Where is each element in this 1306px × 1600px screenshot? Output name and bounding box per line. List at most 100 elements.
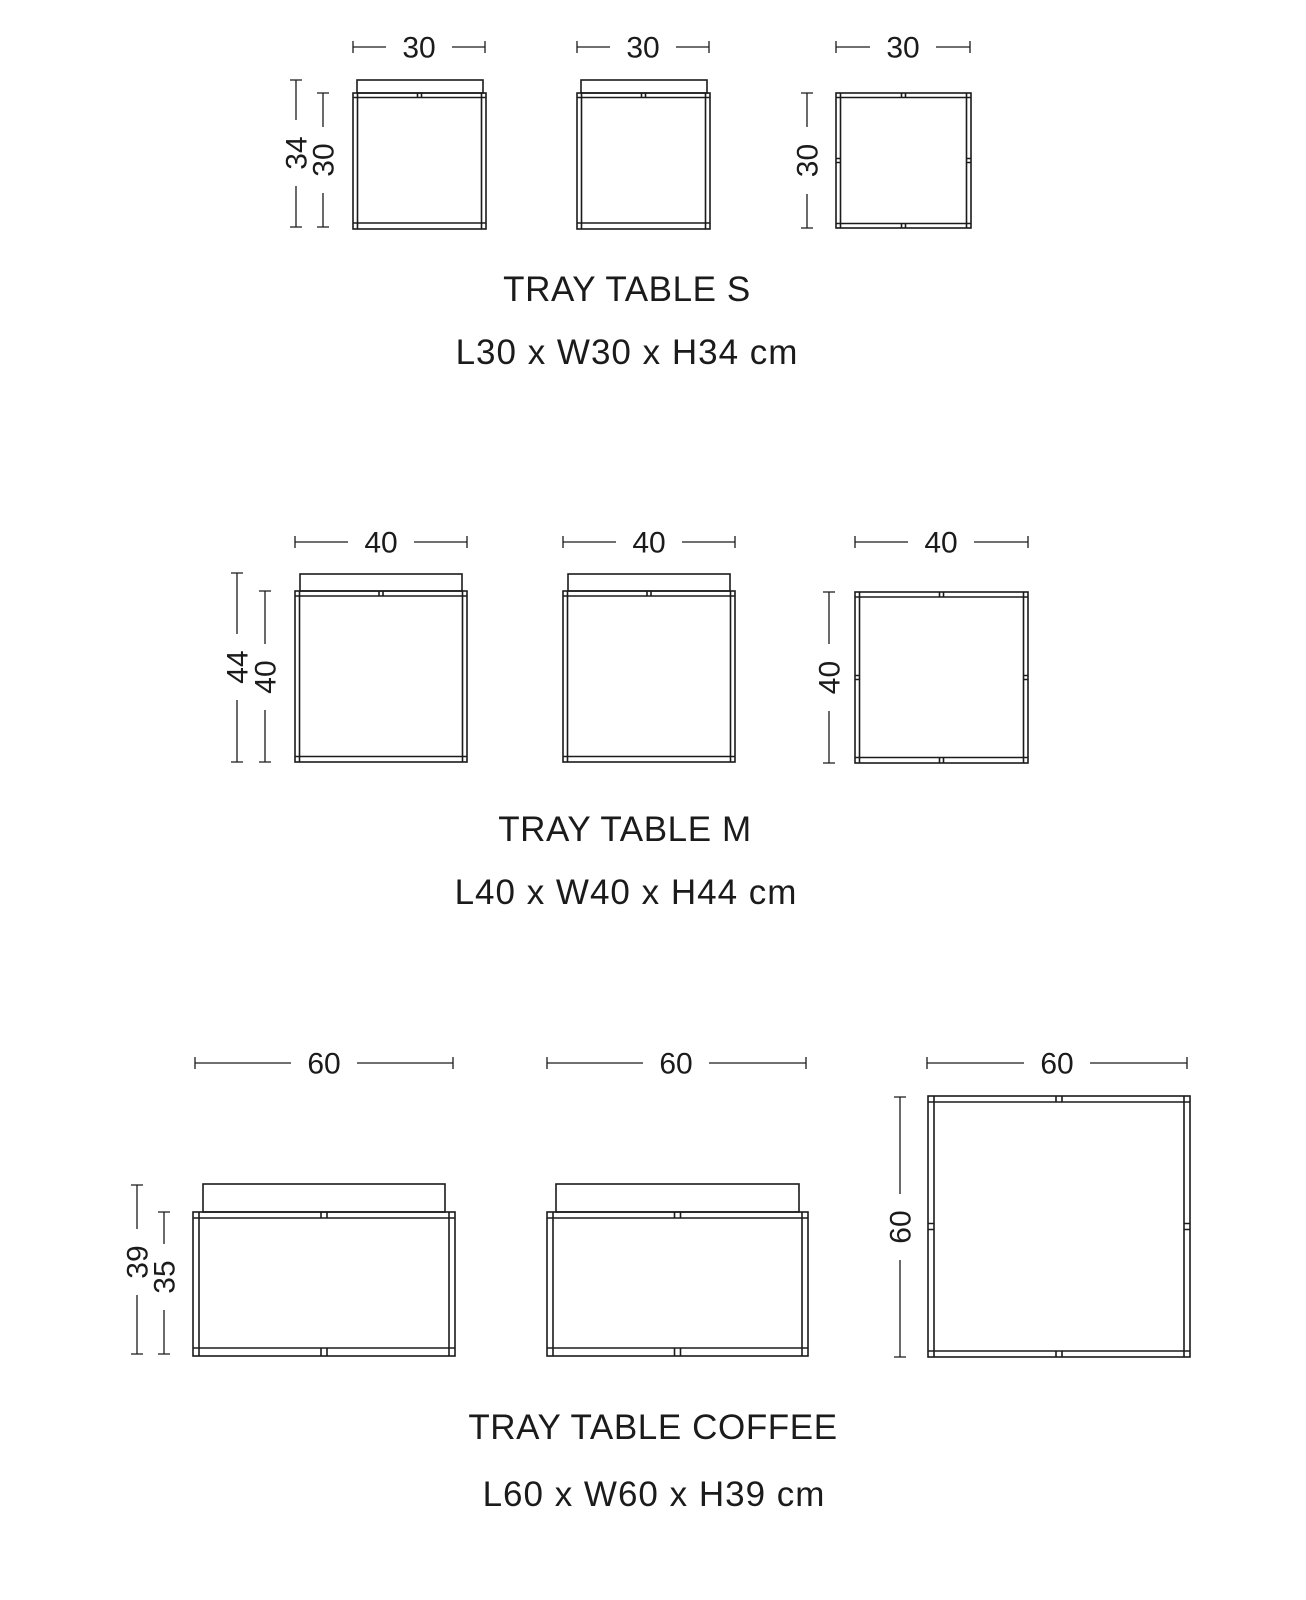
dim-value: 35 xyxy=(149,1260,182,1293)
dim-width-front-m: 40 xyxy=(294,527,468,560)
dim-width-top-s: 30 xyxy=(835,32,971,65)
dim-value: 40 xyxy=(364,527,397,560)
dim-line xyxy=(231,572,243,763)
dim-value: 30 xyxy=(402,32,435,65)
dim-value: 30 xyxy=(792,144,825,177)
dim-value: 39 xyxy=(122,1245,155,1278)
dim-height-frame-m: 40 xyxy=(250,590,283,763)
side-view-m xyxy=(562,573,736,763)
dim-line xyxy=(562,536,736,548)
frame-inner-lines xyxy=(928,1096,1190,1357)
frame-outline xyxy=(294,590,468,763)
frame-inner-lines xyxy=(353,93,486,229)
frame-outline xyxy=(352,92,487,230)
front-view-coffee xyxy=(192,1183,456,1357)
dim-line xyxy=(546,1057,807,1069)
side-view-s xyxy=(576,79,711,230)
frame-joint-ticks xyxy=(416,93,423,98)
frame-inner-lines xyxy=(577,93,710,229)
frame-joint-ticks xyxy=(640,93,647,98)
product-size-coffee: L60 x W60 x H39 cm xyxy=(482,1475,826,1514)
frame-joint-ticks xyxy=(646,591,652,596)
dim-line xyxy=(801,92,813,229)
frame-joint-ticks xyxy=(928,1096,1190,1357)
frame-outline xyxy=(546,1211,809,1357)
dim-line xyxy=(194,1057,454,1069)
dim-line xyxy=(823,591,835,764)
tray-top xyxy=(567,573,731,592)
top-view-s xyxy=(835,92,972,229)
frame-inner-lines xyxy=(193,1212,455,1356)
dim-line xyxy=(317,92,329,228)
frame-inner-lines xyxy=(836,93,971,228)
dim-value: 60 xyxy=(307,1048,340,1081)
frame-outline xyxy=(927,1095,1191,1358)
dim-height-total-m: 44 xyxy=(222,572,255,763)
side-view-coffee xyxy=(546,1183,809,1357)
product-title-m: TRAY TABLE M xyxy=(498,810,752,849)
dim-line xyxy=(294,536,468,548)
dim-line xyxy=(894,1096,906,1358)
frame-inner-lines xyxy=(855,592,1028,763)
dim-line xyxy=(352,41,486,53)
frame-outline xyxy=(576,92,711,230)
front-view-s xyxy=(352,79,487,230)
dim-value: 30 xyxy=(626,32,659,65)
dim-value: 34 xyxy=(281,136,314,169)
frame-outline xyxy=(562,590,736,763)
product-size-m: L40 x W40 x H44 cm xyxy=(454,873,798,912)
dim-height-total-coffee: 39 xyxy=(122,1184,155,1355)
dim-value: 60 xyxy=(885,1210,918,1243)
frame-outline xyxy=(192,1211,456,1357)
dim-line xyxy=(158,1211,170,1355)
dim-value: 40 xyxy=(250,660,283,693)
product-title-s: TRAY TABLE S xyxy=(503,270,751,309)
tray-top xyxy=(299,573,463,592)
dim-line xyxy=(835,41,971,53)
frame-inner-lines xyxy=(563,591,735,762)
dim-width-top-m: 40 xyxy=(854,527,1029,560)
tray-table-m-drawings: 40 40 40 44 40 40 xyxy=(222,527,1029,764)
dim-width-side-m: 40 xyxy=(562,527,736,560)
product-title-coffee: TRAY TABLE COFFEE xyxy=(468,1408,838,1447)
dim-width-front-coffee: 60 xyxy=(194,1048,454,1081)
top-view-m xyxy=(854,591,1029,764)
dim-value: 60 xyxy=(659,1048,692,1081)
tray-top xyxy=(555,1183,800,1213)
frame-joint-ticks xyxy=(673,1212,682,1356)
product-size-s: L30 x W30 x H34 cm xyxy=(455,333,799,372)
dim-value: 40 xyxy=(632,527,665,560)
dim-depth-top-coffee: 60 xyxy=(885,1096,918,1358)
tray-top xyxy=(202,1183,446,1213)
dim-width-top-coffee: 60 xyxy=(926,1048,1188,1081)
tray-top xyxy=(580,79,708,94)
frame-inner-lines xyxy=(547,1212,808,1356)
dim-value: 30 xyxy=(886,32,919,65)
dim-line xyxy=(576,41,710,53)
dim-height-total-s: 34 xyxy=(281,79,314,228)
frame-inner-lines xyxy=(295,591,467,762)
tray-table-coffee-drawings: 60 60 60 39 35 60 xyxy=(122,1048,1191,1358)
frame-joint-ticks xyxy=(836,93,971,228)
frame-outline xyxy=(854,591,1029,764)
dim-height-frame-coffee: 35 xyxy=(149,1211,182,1355)
dim-value: 40 xyxy=(814,661,847,694)
dim-line xyxy=(290,79,302,228)
dim-line xyxy=(854,536,1029,548)
dim-depth-top-m: 40 xyxy=(814,591,847,764)
front-view-m xyxy=(294,573,468,763)
dim-line xyxy=(259,590,271,763)
dim-value: 30 xyxy=(308,143,341,176)
frame-joint-ticks xyxy=(378,591,384,596)
dim-width-side-s: 30 xyxy=(576,32,710,65)
frame-joint-ticks xyxy=(320,1212,328,1356)
tray-table-s-drawings: 30 30 30 34 30 xyxy=(281,32,972,230)
frame-outline xyxy=(835,92,972,229)
dim-line xyxy=(926,1057,1188,1069)
top-view-coffee xyxy=(927,1095,1191,1358)
frame-joint-ticks xyxy=(855,592,1028,763)
dim-value: 44 xyxy=(222,650,255,683)
dim-width-front-s: 30 xyxy=(352,32,486,65)
dim-value: 60 xyxy=(1040,1048,1073,1081)
